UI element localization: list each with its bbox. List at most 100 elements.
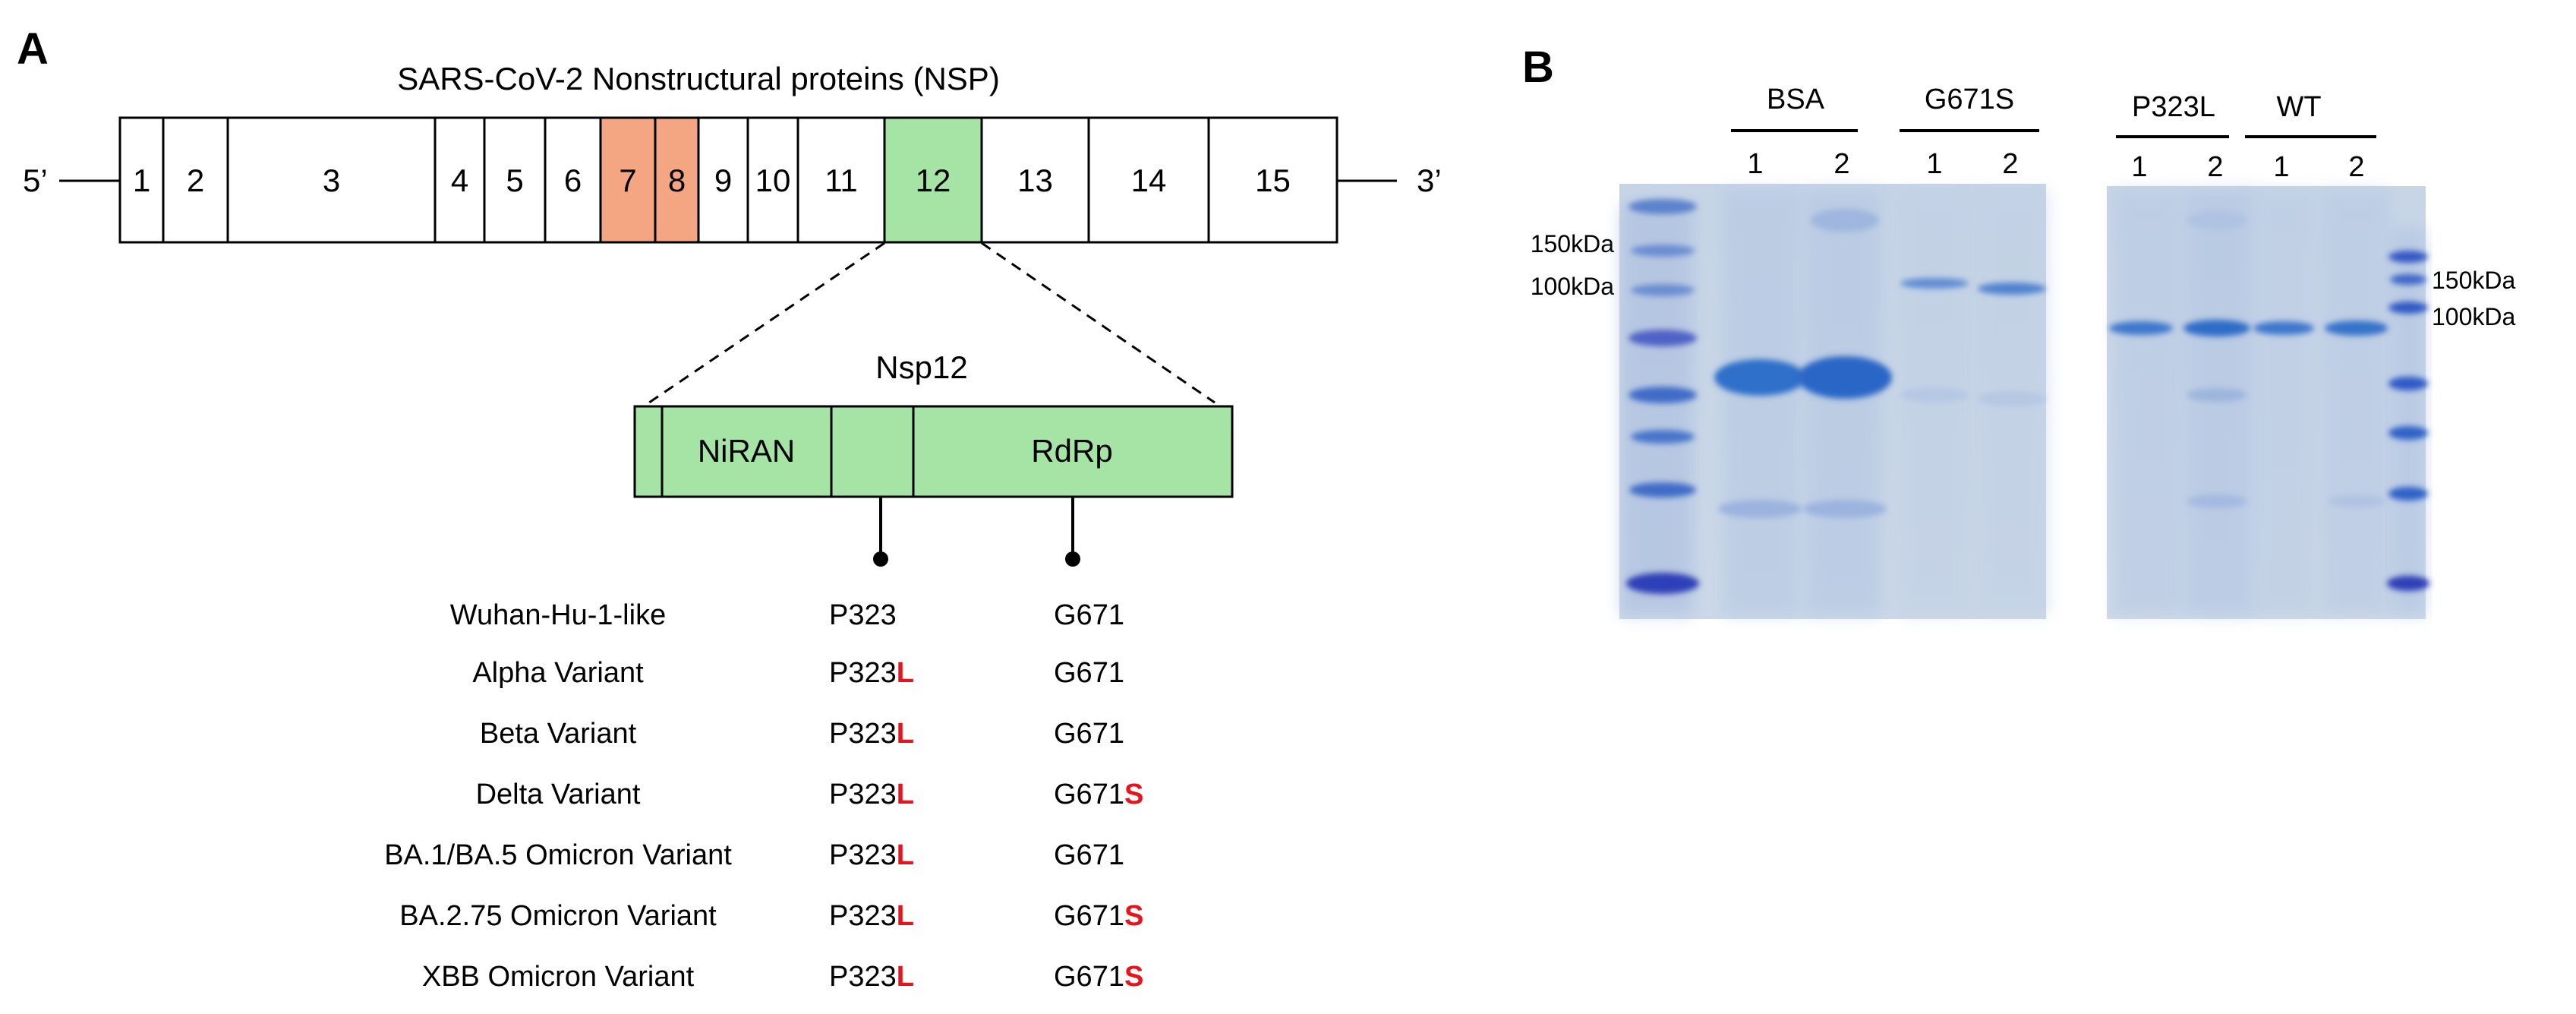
gel1-lane-4: 2 [2002,148,2018,180]
g671-base: G671 [1054,657,1124,689]
nsp12-bar [633,405,1234,498]
variant-g671-residue: G671 [1054,657,1124,689]
g671-base: G671 [1054,779,1124,810]
nsp-segment-label-12: 12 [916,163,951,198]
variant-p323-residue: P323L [829,718,914,750]
g671-base: G671 [1054,961,1124,993]
nsp-segment-label-7: 7 [619,163,636,198]
nsp-segment-label-4: 4 [451,163,468,198]
nsp-segment-3 [226,116,437,244]
nsp-segment-7 [599,116,657,244]
panel-a: A SARS-CoV-2 Nonstructural proteins (NSP… [17,24,1442,993]
p323-base: P323 [829,657,897,689]
gel2-lane-1: 1 [2131,151,2147,183]
nsp-segment-10 [746,116,799,244]
gel2-lane-4: 2 [2348,151,2364,183]
p323-mutation: L [897,779,914,810]
gel1-group-g671s: G671S [1925,84,2014,115]
nsp-segment-12 [883,116,983,244]
five-prime-label: 5’ [23,163,48,198]
p323-mutation: L [897,839,914,871]
gel2-marker-150: 150kDa [2432,267,2516,294]
nsp-segment-label-13: 13 [1017,163,1053,198]
mutation-pins [873,497,1080,567]
nsp-segment-6 [544,116,602,244]
variant-p323-residue: P323 [829,599,897,631]
variant-name: BA.2.75 Omicron Variant [399,900,717,932]
p323-pin-head [873,551,888,567]
nsp-title: SARS-CoV-2 Nonstructural proteins (NSP) [397,61,1000,96]
g671-base: G671 [1054,718,1124,750]
nsp-segment-2 [162,116,229,244]
p323-base: P323 [829,718,897,750]
variant-name: XBB Omicron Variant [422,961,695,993]
variant-g671-residue: G671 [1054,839,1124,871]
p323-mutation: L [897,657,914,689]
variant-p323-residue: P323L [829,779,914,810]
nsp-segment-label-11: 11 [825,163,858,198]
nsp-segment-label-5: 5 [506,163,523,198]
gel2-lane-3: 1 [2273,151,2289,183]
variant-p323-residue: P323L [829,961,914,993]
p323-mutation: L [897,900,914,932]
variant-name: Delta Variant [476,779,641,810]
g671-base: G671 [1054,839,1124,871]
p323-base: P323 [829,961,897,993]
gel1-marker-150: 150kDa [1531,230,1615,257]
gel1-lane-3: 1 [1926,148,1942,180]
variant-g671-residue: G671S [1054,961,1143,993]
nsp-segment-label-8: 8 [668,163,686,198]
g671-base: G671 [1054,599,1124,631]
nsp12-title: Nsp12 [875,349,967,385]
p323-base: P323 [829,839,897,871]
p323-base: P323 [829,900,897,932]
g671-mutation: S [1124,961,1143,993]
zoom-line-left [648,242,885,404]
variant-p323-residue: P323L [829,839,914,871]
p323-base: P323 [829,599,897,631]
rdrp-label: RdRp [1031,433,1112,469]
three-prime-label: 3’ [1417,163,1442,198]
p323-mutation: L [897,718,914,750]
g671-base: G671 [1054,900,1124,932]
variant-name: Wuhan-Hu-1-like [450,599,666,631]
p323-mutation: L [897,961,914,993]
variant-p323-residue: P323L [829,657,914,689]
nsp-segment-label-1: 1 [133,163,150,198]
nsp-segment-4 [434,116,486,244]
nsp12-domain-bar: NiRAN RdRp [633,405,1234,498]
p323-base: P323 [829,779,897,810]
g671-mutation: S [1124,779,1143,810]
nsp-segment-8 [654,116,700,244]
niran-label: NiRAN [698,433,795,469]
variant-name: BA.1/BA.5 Omicron Variant [384,839,732,871]
gel1-image [1619,184,2048,619]
nsp-segment-label-3: 3 [323,163,340,198]
gel1-lane-1: 1 [1747,148,1763,180]
nsp-segment-label-15: 15 [1255,163,1291,198]
gel2-group-p323l: P323L [2132,91,2215,123]
nsp-segment-label-2: 2 [187,163,204,198]
panel-a-label: A [17,24,49,74]
variant-g671-residue: G671 [1054,718,1124,750]
nsp-segment-14 [1087,116,1210,244]
nsp-segment-label-10: 10 [755,163,791,198]
gel2-lane-2: 2 [2207,151,2223,183]
g671-pin-head [1065,551,1080,567]
panel-b-label: B [1522,43,1554,92]
zoom-line-right [981,242,1215,404]
gel1-marker-100: 100kDa [1531,273,1615,300]
variant-g671-residue: G671S [1054,900,1143,932]
variant-g671-residue: G671 [1054,599,1124,631]
nsp-segment-9 [697,116,749,244]
gel2-group-wt: WT [2276,91,2321,123]
nsp-segment-label-14: 14 [1131,163,1167,198]
variant-name: Beta Variant [480,718,637,750]
gel2-image [2107,186,2429,619]
nsp-segment-label-6: 6 [564,163,582,198]
gel2-marker-100: 100kDa [2432,303,2516,330]
panel-b: B BSA G671S 1 2 1 2 150kDa 100kDa [1522,43,2516,619]
gel1-group-bsa: BSA [1767,84,1825,115]
